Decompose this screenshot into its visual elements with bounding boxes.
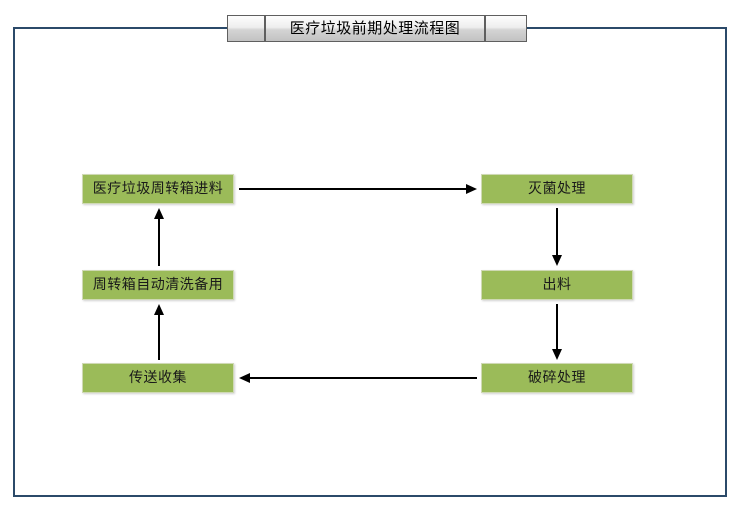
node-label: 灭菌处理 [528,181,586,197]
arrow-shaft [556,208,558,258]
title-tab-divider-right [484,15,485,42]
node-label: 周转箱自动清洗备用 [92,277,224,293]
title-tab-left [227,15,265,42]
node-label: 医疗垃圾周转箱进料 [92,181,224,197]
arrow-feed-to-sterile [239,181,477,197]
arrow-shaft [247,377,477,379]
arrow-shaft [158,216,160,266]
arrow-shaft [239,188,469,190]
arrowhead-right [466,184,477,194]
arrowhead-down [552,349,562,360]
title-tab-main: 医疗垃圾前期处理流程图 [266,15,484,42]
arrowhead-down [552,255,562,266]
arrow-crush-to-collect [239,370,477,386]
arrowhead-up [154,208,164,219]
title-tab-right [485,15,527,42]
arrow-collect-to-wash [151,304,167,360]
arrow-shaft [158,312,160,360]
title-tab-divider-left [265,15,266,42]
node-output[interactable]: 出料 [481,270,633,300]
arrow-output-to-crush [549,304,565,360]
arrowhead-up [154,304,164,315]
diagram-title-bar: 医疗垃圾前期处理流程图 [227,15,527,42]
node-label: 传送收集 [129,370,187,386]
arrow-wash-to-feed [151,208,167,266]
node-collect[interactable]: 传送收集 [82,363,234,393]
node-wash[interactable]: 周转箱自动清洗备用 [82,270,234,300]
arrow-shaft [556,304,558,352]
node-label: 破碎处理 [528,370,586,386]
diagram-frame [13,27,727,497]
node-crush[interactable]: 破碎处理 [481,363,633,393]
node-sterile[interactable]: 灭菌处理 [481,174,633,204]
arrowhead-left [239,373,250,383]
arrow-sterile-to-output [549,208,565,266]
node-feed[interactable]: 医疗垃圾周转箱进料 [82,174,234,204]
page-title: 医疗垃圾前期处理流程图 [289,19,461,37]
node-label: 出料 [542,277,572,293]
